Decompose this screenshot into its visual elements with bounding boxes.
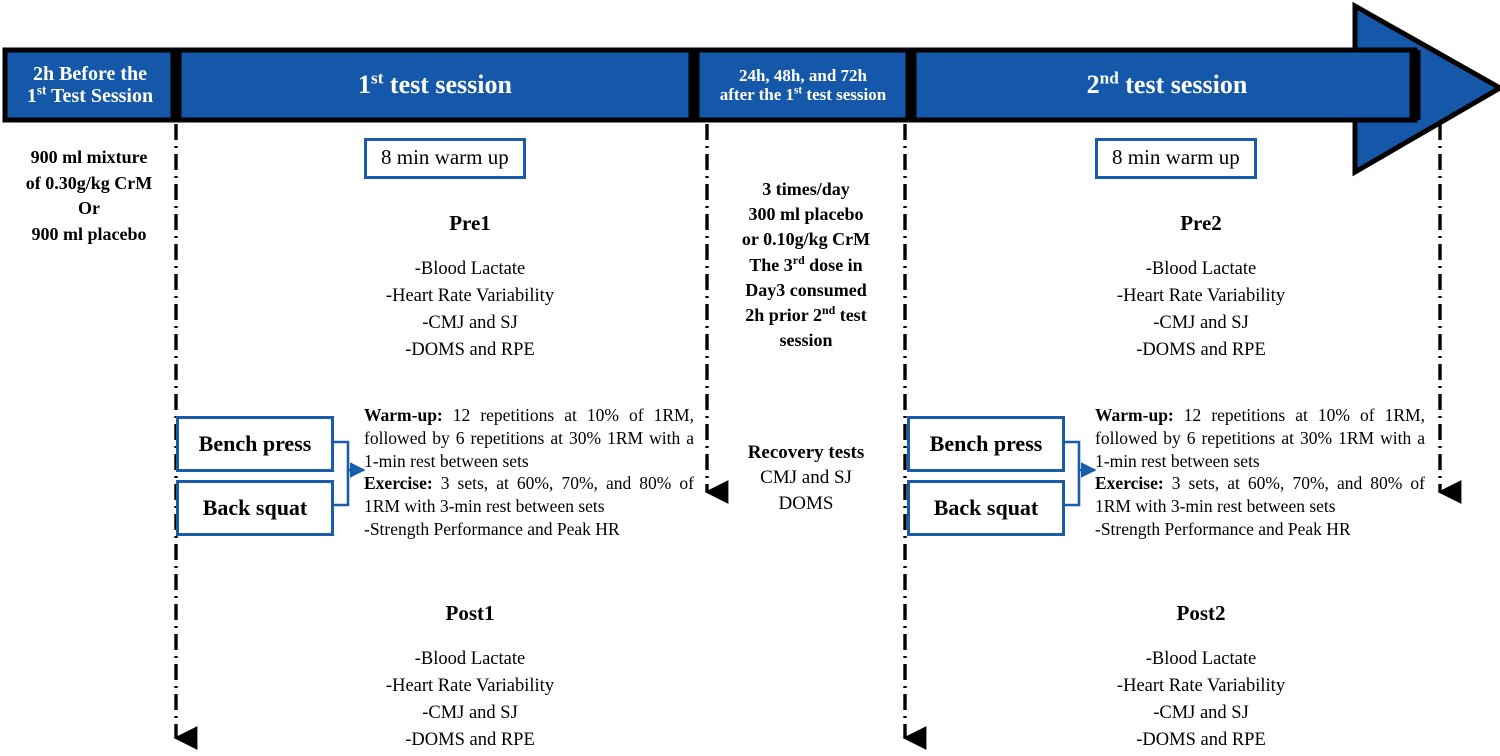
protocol1-outcome: -Strength Performance and Peak HR — [364, 518, 620, 539]
back-squat-box-session2: Back squat — [907, 480, 1065, 536]
protocol1-exercise-text: 3 sets, at 60%, 70%, and 80% of 1RM with… — [364, 473, 694, 516]
recovery-title: Recovery tests — [747, 442, 865, 463]
post2-item-0: -Blood Lactate — [1145, 648, 1257, 669]
connector-bench-press-session2 — [1059, 440, 1097, 478]
post1-title: Post1 — [445, 601, 495, 625]
timeline-banner — [2, 1, 1500, 177]
post2-title: Post2 — [1176, 601, 1226, 625]
pre2-measures: Pre2 -Blood Lactate -Heart Rate Variabil… — [1036, 210, 1366, 364]
pre1-item-3: -DOMS and RPE — [405, 339, 535, 360]
pre1-measures: Pre1 -Blood Lactate -Heart Rate Variabil… — [305, 210, 635, 364]
protocol2-exercise-text: 3 sets, at 60%, 70%, and 80% of 1RM with… — [1095, 473, 1425, 516]
post1-item-0: -Blood Lactate — [414, 648, 526, 669]
between-sessions-dosing: 3 times/day 300 ml placebo or 0.10g/kg C… — [712, 177, 900, 353]
warm-up-box-session1: 8 min warm up — [364, 138, 526, 179]
post1-item-3: -DOMS and RPE — [405, 729, 535, 750]
dosing-line4-pre: The 3 — [749, 254, 793, 275]
protocol1-warmup-text: 12 repetitions at 10% of 1RM, followed b… — [364, 405, 694, 471]
supplement-line2: of 0.30g/kg CrM — [25, 172, 153, 193]
dosing-line3: or 0.10g/kg CrM — [741, 229, 871, 250]
connector-back-squat-session2 — [1059, 470, 1081, 507]
recovery-line1: CMJ and SJ — [760, 467, 852, 489]
dosing-line1: 3 times/day — [762, 179, 850, 199]
dosing-line4-post: dose in — [804, 254, 863, 275]
post2-measures: Post2 -Blood Lactate -Heart Rate Variabi… — [1036, 600, 1366, 754]
pre1-title: Pre1 — [449, 211, 491, 235]
protocol1-exercise-label: Exercise: — [364, 473, 433, 494]
warm-up-box-session2: 8 min warm up — [1095, 138, 1257, 179]
pre2-item-0: -Blood Lactate — [1145, 258, 1257, 279]
dosing-line2: 300 ml placebo — [748, 204, 864, 225]
dosing-line5: Day3 consumed — [745, 279, 867, 300]
pre2-item-3: -DOMS and RPE — [1136, 339, 1266, 360]
supplement-line4: 900 ml placebo — [31, 223, 147, 244]
protocol1-warmup-label: Warm-up: — [364, 405, 443, 425]
pre2-item-1: -Heart Rate Variability — [1116, 285, 1286, 306]
bench-press-box-session1: Bench press — [176, 416, 334, 472]
supplement-dose-left: 900 ml mixture of 0.30g/kg CrM Or 900 ml… — [8, 145, 170, 247]
exercise-protocol-session1: Warm-up: 12 repetitions at 10% of 1RM, f… — [364, 404, 694, 541]
pre1-item-2: -CMJ and SJ — [422, 312, 518, 333]
exercise-protocol-session2: Warm-up: 12 repetitions at 10% of 1RM, f… — [1095, 404, 1425, 541]
post2-item-3: -DOMS and RPE — [1136, 729, 1266, 750]
dosing-line6-post: test — [835, 304, 867, 325]
dosing-line4-sup: rd — [792, 252, 805, 267]
dosing-line6-sup: nd — [821, 302, 836, 317]
pre2-item-2: -CMJ and SJ — [1153, 312, 1249, 333]
pre1-item-1: -Heart Rate Variability — [385, 285, 555, 306]
post1-item-2: -CMJ and SJ — [422, 702, 518, 723]
post1-measures: Post1 -Blood Lactate -Heart Rate Variabi… — [305, 600, 635, 754]
recovery-line2: DOMS — [778, 492, 834, 514]
pre1-item-0: -Blood Lactate — [414, 258, 526, 279]
post1-item-1: -Heart Rate Variability — [385, 675, 555, 696]
pre2-title: Pre2 — [1180, 211, 1222, 235]
connector-bench-press-session1 — [328, 440, 366, 478]
protocol2-exercise-label: Exercise: — [1095, 473, 1164, 494]
supplement-line1: 900 ml mixture — [30, 147, 148, 167]
connector-back-squat-session1 — [328, 470, 350, 507]
dosing-line6-pre: 2h prior 2 — [745, 304, 822, 325]
protocol2-outcome: -Strength Performance and Peak HR — [1095, 518, 1351, 539]
protocol2-warmup-text: 12 repetitions at 10% of 1RM, followed b… — [1095, 405, 1425, 471]
back-squat-box-session1: Back squat — [176, 480, 334, 536]
recovery-tests: Recovery tests CMJ and SJ DOMS — [712, 440, 900, 516]
supplement-line3: Or — [78, 198, 100, 219]
post2-item-1: -Heart Rate Variability — [1116, 675, 1286, 696]
protocol2-warmup-label: Warm-up: — [1095, 405, 1174, 425]
bench-press-box-session2: Bench press — [907, 416, 1065, 472]
post2-item-2: -CMJ and SJ — [1153, 702, 1249, 723]
dosing-line7: session — [779, 330, 833, 351]
